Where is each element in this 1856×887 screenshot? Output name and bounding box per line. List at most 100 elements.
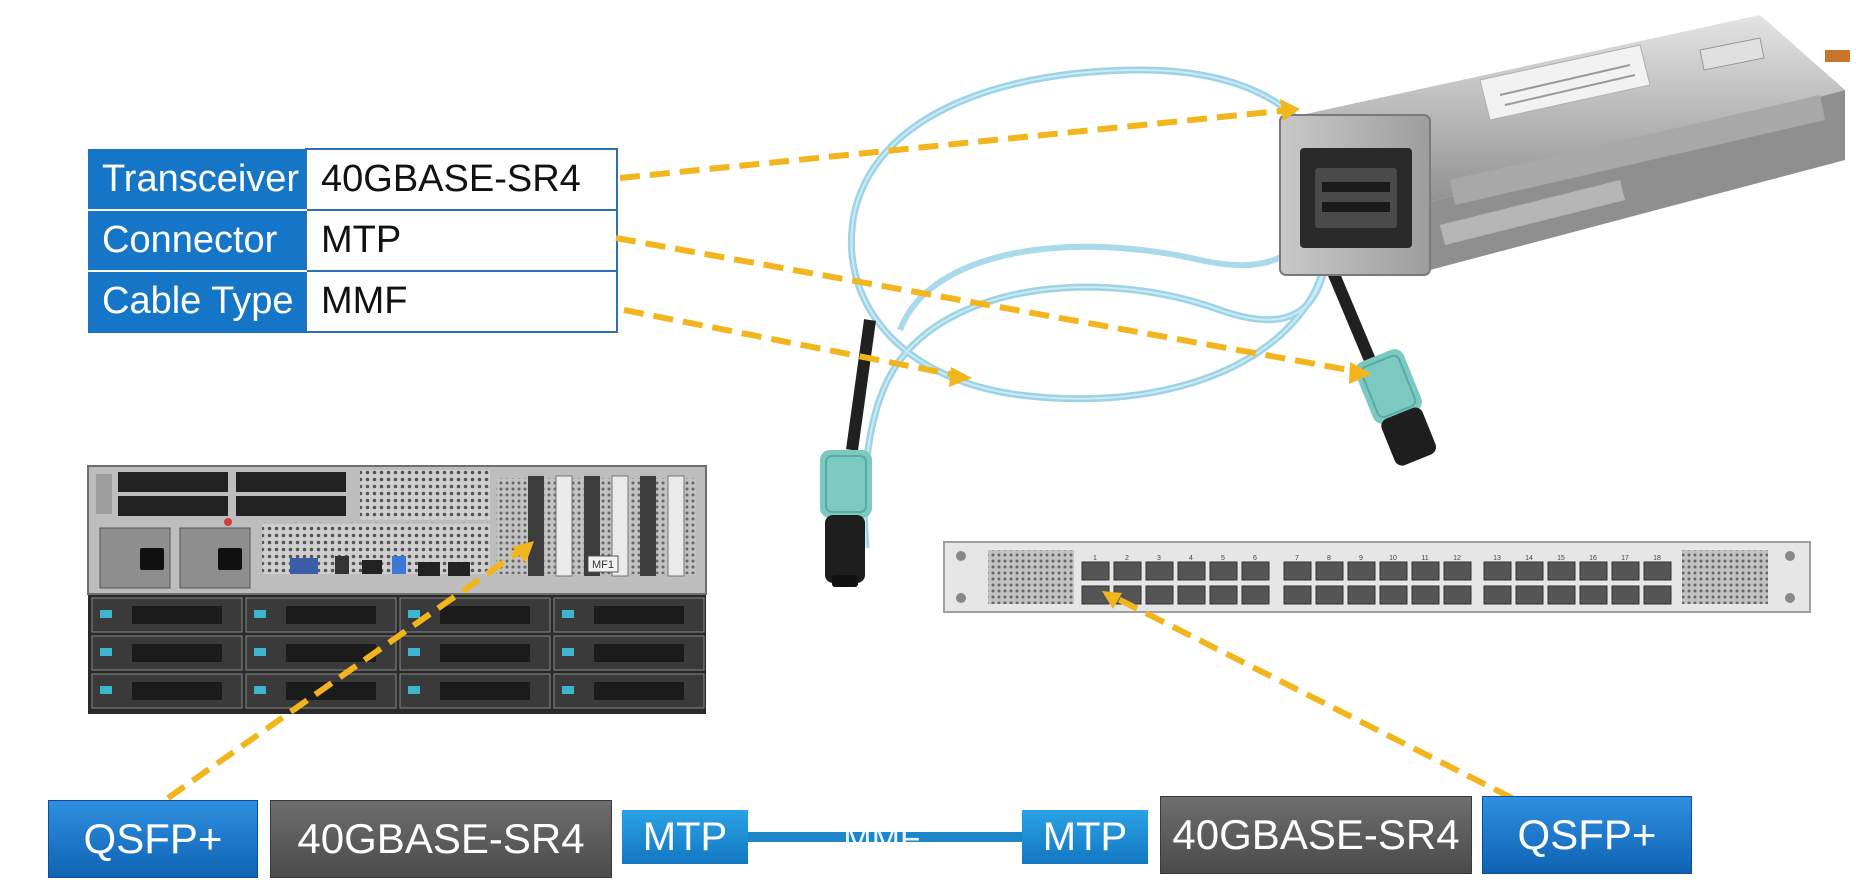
switch-port	[1145, 585, 1174, 605]
qsfp-transceiver-module	[1278, 15, 1850, 276]
spec-table: Transceiver 40GBASE-SR4 Connector MTP Ca…	[88, 148, 618, 333]
mmf-link-line	[748, 832, 1022, 842]
spec-value: 40GBASE-SR4	[305, 148, 618, 211]
arrow-right-qsfp	[1110, 593, 1514, 801]
switch-port	[1547, 585, 1576, 605]
switch-port	[1483, 585, 1512, 605]
drive-handle	[132, 682, 222, 700]
spec-row-cable-type: Cable Type MMF	[88, 270, 618, 333]
switch-port	[1113, 561, 1142, 581]
drive-led	[562, 610, 574, 618]
switch-port	[1443, 585, 1472, 605]
drive-handle	[594, 606, 684, 624]
mpo-connector-left	[820, 450, 872, 587]
switch-port-number: 9	[1359, 555, 1363, 562]
drive-led	[408, 686, 420, 694]
switch-port	[1611, 561, 1640, 581]
arrows	[166, 107, 1514, 801]
switch-port	[1547, 561, 1576, 581]
switch-port-number: 1	[1093, 555, 1097, 562]
switch-port-number: 16	[1589, 555, 1597, 562]
switch-port-number: 3	[1157, 555, 1161, 562]
drive-handle	[286, 682, 376, 700]
server-slot-label: MF1	[592, 559, 614, 571]
switch-port-number: 14	[1525, 555, 1533, 562]
right-module-box: 40GBASE-SR4	[1160, 796, 1472, 874]
switch-port	[1315, 585, 1344, 605]
switch-port	[1347, 585, 1376, 605]
arrow-connector	[615, 235, 1361, 375]
switch-port-number: 18	[1653, 555, 1661, 562]
left-module-box: 40GBASE-SR4	[270, 800, 612, 878]
left-mtp-connector-box: MTP	[622, 810, 748, 864]
switch-port	[1241, 561, 1270, 581]
switch-port-number: 6	[1253, 555, 1257, 562]
switch-port-number: 15	[1557, 555, 1565, 562]
switch-port	[1611, 585, 1640, 605]
mmf-link-label: MMF	[843, 820, 921, 858]
drive-led	[254, 648, 266, 656]
arrow-cable-type	[623, 307, 961, 379]
switch-port	[1515, 561, 1544, 581]
spec-row-transceiver: Transceiver 40GBASE-SR4	[88, 148, 618, 211]
switch-port-number: 12	[1453, 555, 1461, 562]
switch-port	[1483, 561, 1512, 581]
switch-port-number: 17	[1621, 555, 1629, 562]
drive-led	[562, 648, 574, 656]
switch-port	[1315, 561, 1344, 581]
spec-value: MMF	[305, 270, 618, 333]
drive-led	[100, 686, 112, 694]
mpo-connector-right	[1355, 349, 1437, 466]
switch-port-number: 8	[1327, 555, 1331, 562]
right-qsfp-port-box: QSFP+	[1482, 796, 1692, 874]
drive-handle	[286, 606, 376, 624]
right-mtp-connector-box: MTP	[1022, 810, 1148, 864]
drive-handle	[594, 682, 684, 700]
drive-led	[408, 648, 420, 656]
switch-port	[1411, 585, 1440, 605]
switch-port	[1177, 585, 1206, 605]
switch-port	[1177, 561, 1206, 581]
drive-handle	[440, 644, 530, 662]
drive-handle	[286, 644, 376, 662]
switch-port-number: 5	[1221, 555, 1225, 562]
switch-port	[1515, 585, 1544, 605]
switch-port	[1241, 585, 1270, 605]
switch-port	[1411, 561, 1440, 581]
switch-port	[1209, 585, 1238, 605]
drive-led	[100, 648, 112, 656]
switch-port	[1081, 561, 1110, 581]
arrow-heads	[512, 99, 1372, 609]
arrow-left-qsfp	[166, 545, 526, 801]
switch-port	[1643, 585, 1672, 605]
switch-port-number: 13	[1493, 555, 1501, 562]
arrow-transceiver	[619, 107, 1291, 181]
switch-port	[1579, 561, 1608, 581]
spec-value: MTP	[305, 209, 618, 272]
switch-port	[1283, 561, 1312, 581]
switch-port	[1579, 585, 1608, 605]
left-qsfp-port-box: QSFP+	[48, 800, 258, 878]
spec-row-connector: Connector MTP	[88, 209, 618, 272]
switch-port-number: 11	[1421, 555, 1428, 562]
drive-led	[100, 610, 112, 618]
drive-led	[408, 610, 420, 618]
switch-port-number: 4	[1189, 555, 1193, 562]
switch-port	[1379, 561, 1408, 581]
switch-port	[1379, 585, 1408, 605]
drive-handle	[440, 606, 530, 624]
switch-port	[1443, 561, 1472, 581]
drive-handle	[132, 606, 222, 624]
switch-port	[1347, 561, 1376, 581]
switch-port	[1145, 561, 1174, 581]
switch-port-number: 10	[1389, 555, 1397, 562]
drive-led	[254, 686, 266, 694]
switch-port	[1209, 561, 1238, 581]
spec-key: Transceiver	[88, 149, 306, 211]
switch-port-number: 2	[1125, 555, 1129, 562]
spec-key: Cable Type	[88, 271, 306, 333]
switch-port	[1643, 561, 1672, 581]
drive-led	[254, 610, 266, 618]
server-chassis: MF1	[87, 465, 707, 714]
